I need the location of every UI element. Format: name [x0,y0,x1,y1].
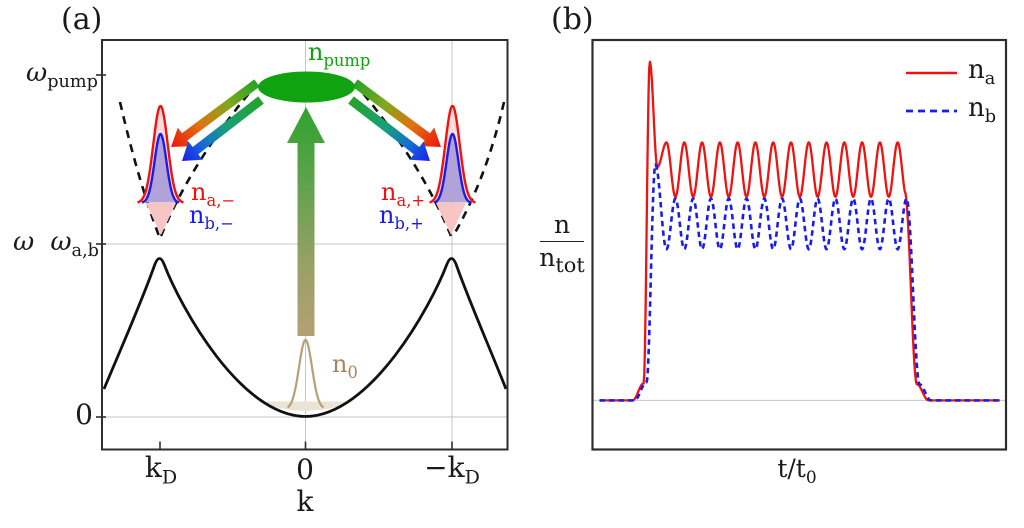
panel-b-tag: (b) [551,2,594,37]
y-tick-omega-pump: ωpump [26,58,98,93]
annotation-n-zero: n0 [332,350,358,382]
fraction-denominator: ntot [539,243,585,277]
n0-peak-outline [286,338,325,409]
annotation-n-a-minus: na,− [191,178,236,210]
x-tick-minus-kD: −kD [424,451,480,489]
pump-up-arrow [287,107,325,336]
annotation-n-b-plus: nb,+ [379,201,424,233]
condensate-basin [257,401,354,411]
scatter-arrow-left-red [171,79,260,147]
annotation-n-a-plus: na,+ [381,178,426,210]
annotation-n-pump: npump [308,38,371,70]
x-axis-label-t-t0: t/t0 [777,454,817,488]
valley-fill-left [146,203,176,235]
na-plus-peak-outline [429,104,476,204]
nb-plus-peak-outline [433,132,472,204]
y-tick-omega-ab: ωa,b [50,227,99,262]
valley-fill-right [436,203,466,235]
fraction-bar [540,241,584,242]
panel-a-tag: (a) [61,2,103,37]
y-tick-zero: 0 [75,398,93,431]
pump-ellipse [258,71,355,103]
fraction-numerator: n [553,210,571,239]
annotation-n-b-minus: nb,− [189,201,234,233]
legend-label-nb: nb [968,93,997,128]
x-tick-zero: 0 [296,453,314,486]
dashed-branch-left-outer [118,101,161,237]
scatter-arrow-right-red [352,79,441,147]
na-minus-peak-outline [137,104,184,204]
lower-band-curve [102,257,508,418]
scatter-arrow-right-blue [348,96,430,161]
y-axis-label-n-over-ntot: n ntot [536,210,588,277]
x-tick-kD: kD [144,451,178,489]
y-axis-label-omega: ω [13,227,35,257]
scatter-arrow-left-blue [182,96,264,161]
nb-curve [598,163,1001,402]
panel-b-frame [591,38,1008,451]
nb-minus-peak-outline [141,132,180,204]
dashed-branch-right-outer [451,101,506,237]
x-axis-label-k: k [296,485,314,518]
na-curve [599,60,1001,402]
legend-label-na: na [968,55,996,90]
